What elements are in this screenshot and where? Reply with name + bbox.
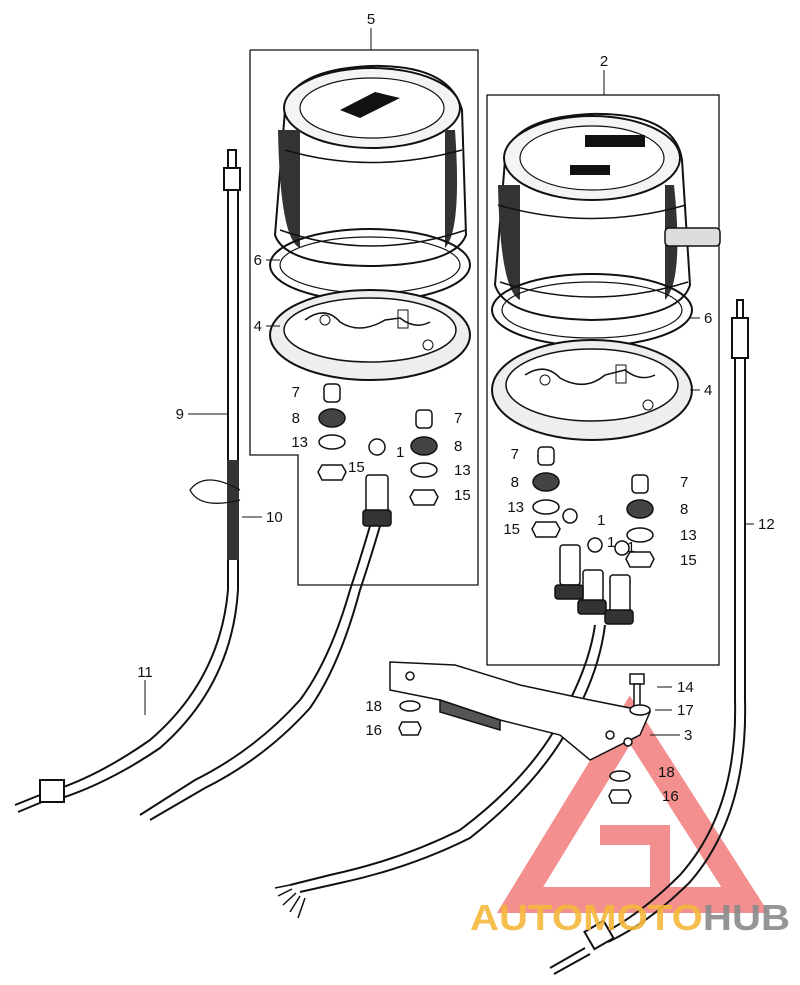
callout-8-c: 8	[511, 474, 519, 491]
callout-8-b: 8	[454, 438, 462, 455]
wire-harnesses	[139, 525, 606, 919]
callout-7-b: 7	[454, 410, 462, 427]
callout-12: 12	[758, 516, 775, 533]
callout-13-d: 13	[680, 527, 697, 544]
callout-18-b: 18	[658, 764, 675, 781]
meter-bracket	[389, 661, 652, 761]
watermark-brand-part-1: AUTOMOTO	[470, 897, 703, 938]
callout-11: 11	[137, 664, 153, 681]
callout-4-right: 4	[704, 382, 712, 399]
group-box-5	[249, 49, 479, 586]
callout-2: 2	[600, 53, 608, 70]
callout-7-a: 7	[292, 384, 300, 401]
callout-4-left: 4	[254, 318, 262, 335]
callout-5: 5	[367, 11, 375, 28]
callout-8-d: 8	[680, 501, 688, 518]
watermark-triangle	[496, 695, 769, 913]
tachometer	[269, 64, 471, 381]
callouts: 5 2 6 4 6 4 9 10 11 12 7 8 13 15 1 7 8 1…	[137, 11, 774, 805]
speedometer-cable	[549, 299, 749, 975]
callout-10: 10	[266, 509, 283, 526]
callout-7-d: 7	[680, 474, 688, 491]
callout-15-b: 15	[454, 487, 471, 504]
callout-16-a: 16	[365, 722, 382, 739]
callout-1-b: 1	[597, 512, 605, 529]
speedometer	[491, 112, 721, 441]
callout-8-a: 8	[292, 410, 300, 427]
bracket-hardware	[398, 673, 651, 804]
callout-17: 17	[677, 702, 694, 719]
callout-7-c: 7	[511, 446, 519, 463]
callout-18-a: 18	[365, 698, 382, 715]
tachometer-cable	[14, 149, 241, 813]
callout-6-left: 6	[254, 252, 262, 269]
callout-1-c: 1	[607, 534, 615, 551]
callout-3: 3	[684, 727, 692, 744]
callout-15-c: 15	[503, 521, 520, 538]
leader-lines	[144, 259, 754, 736]
callout-16-b: 16	[662, 788, 679, 805]
callout-13-a: 13	[291, 434, 308, 451]
callout-13-b: 13	[454, 462, 471, 479]
callout-13-c: 13	[507, 499, 524, 516]
group-box-2	[486, 94, 720, 666]
callout-1-a: 1	[396, 444, 404, 461]
callout-15-a: 15	[348, 459, 365, 476]
callout-6-right: 6	[704, 310, 712, 327]
watermark-brand-part-2: HUB	[703, 897, 790, 938]
hardware-parts	[317, 383, 655, 625]
callout-14: 14	[677, 679, 694, 696]
callout-1-d: 1	[627, 539, 635, 556]
callout-15-d: 15	[680, 552, 697, 569]
callout-9: 9	[176, 406, 184, 423]
